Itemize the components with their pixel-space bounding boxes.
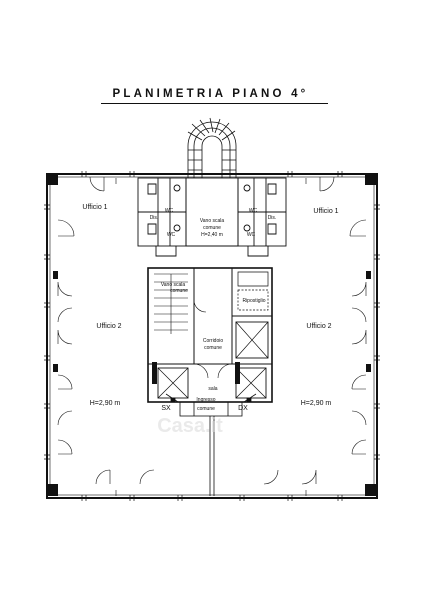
service-block-right (237, 177, 287, 257)
central-stair-hall (185, 177, 239, 247)
label-height-right: H=2,90 m (301, 400, 332, 407)
spiral-stair (187, 117, 237, 178)
label-sala: sala (208, 386, 217, 392)
label-vano-scala-top-3: H=2,40 m (201, 232, 223, 238)
label-ingresso-2: comune (197, 406, 215, 412)
service-block-left (137, 177, 187, 257)
label-vano-scala-mid-2: comune (170, 288, 188, 294)
plan-title: PLANIMETRIA PIANO 4° (112, 88, 309, 100)
label-dx: DX (238, 405, 248, 412)
label-ingresso-1: Ingresso (196, 397, 215, 403)
label-wc-d: WC (247, 232, 256, 238)
side-windows (44, 171, 380, 501)
entrance (165, 393, 257, 496)
label-ufficio-1-right: Ufficio 1 (313, 208, 338, 215)
label-corridoio-1: Corridoio (203, 338, 224, 344)
title-underline (101, 103, 328, 104)
label-ripostiglio: Ripostiglio (242, 298, 265, 304)
label-dis-right: Dis. (268, 215, 277, 221)
core-block (147, 267, 273, 403)
label-wc-c: WC (249, 208, 258, 214)
label-wc-a: WC (165, 208, 174, 214)
exterior-door-swings (57, 176, 367, 485)
label-height-left: H=2,90 m (90, 400, 121, 407)
label-wc-b: WC (167, 232, 176, 238)
corridor-doors (193, 299, 233, 379)
label-vano-scala-top-2: comune (203, 225, 221, 231)
watermark-text: Casa.it (157, 415, 223, 437)
label-ufficio-2-right: Ufficio 2 (306, 323, 331, 330)
label-ufficio-1-left: Ufficio 1 (82, 204, 107, 211)
label-vano-scala-mid-1: Vano scala (161, 282, 186, 288)
label-vano-scala-top-1: Vano scala (200, 218, 225, 224)
corner-pillars (46, 173, 377, 496)
label-corridoio-2: comune (204, 345, 222, 351)
label-ufficio-2-left: Ufficio 2 (96, 323, 121, 330)
outer-walls (46, 173, 378, 499)
partitions (115, 178, 307, 496)
label-sx: SX (161, 405, 171, 412)
label-dis-left: Dis. (150, 215, 159, 221)
